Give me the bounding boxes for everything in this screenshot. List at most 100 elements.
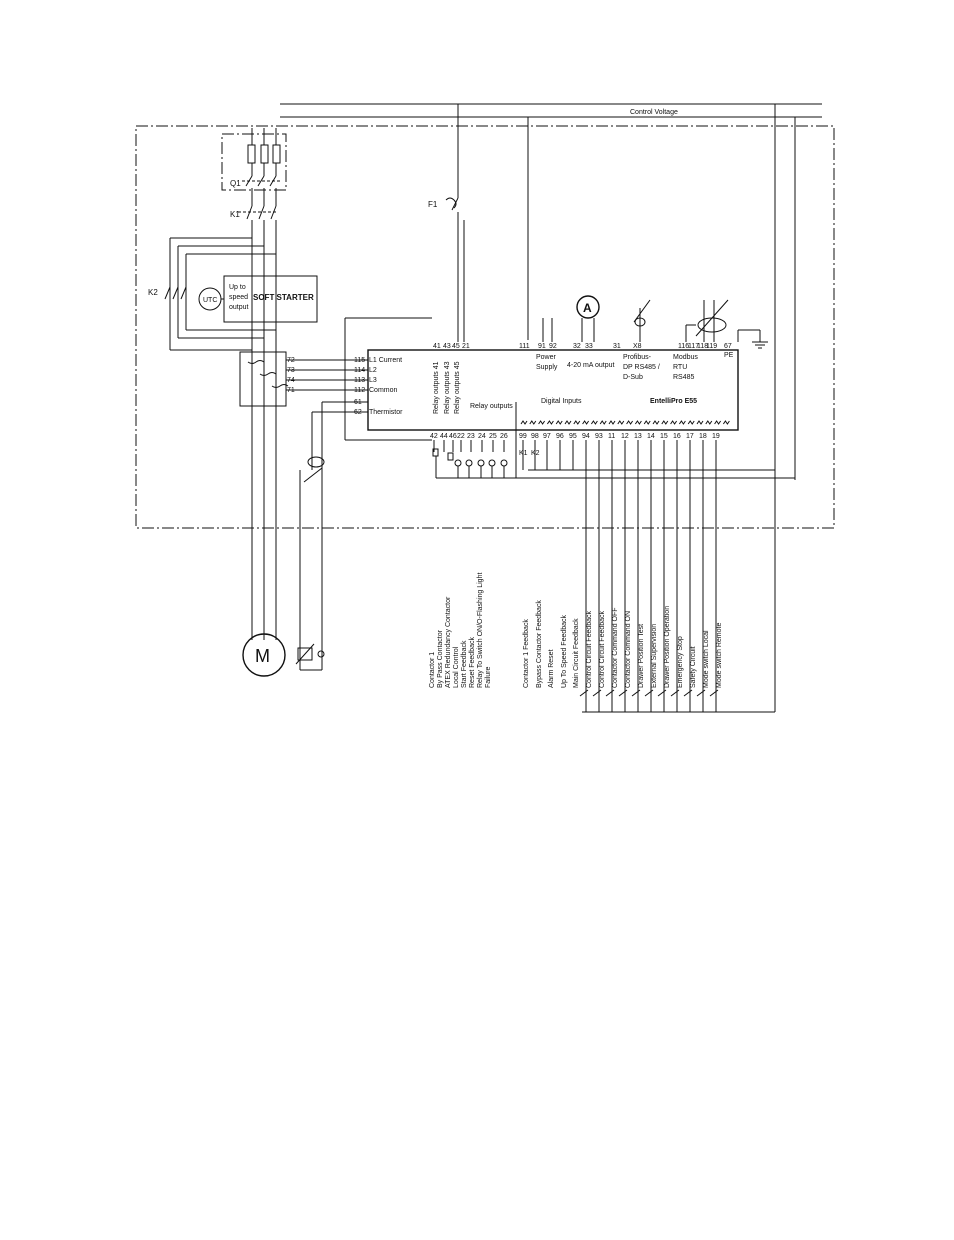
control-voltage-label: Control Voltage xyxy=(630,109,678,116)
q1-label: Q1 xyxy=(230,179,241,188)
bottom-terminal-24: 24 xyxy=(478,433,486,440)
k1-label: K1 xyxy=(230,210,240,219)
signal-label-a-4: Start Feedback xyxy=(461,640,468,688)
top-terminal-21: 21 xyxy=(462,343,470,350)
q1-fuse-switch xyxy=(221,128,287,191)
signal-label-a-1: By Pass Contactor xyxy=(437,629,444,688)
soft-starter-up-to: Up to xyxy=(229,284,246,291)
top-terminal-117: 117 xyxy=(688,343,699,350)
profibus-connector xyxy=(633,299,651,342)
bottom-terminal-23: 23 xyxy=(467,433,475,440)
relay-outputs-label: Relay outputs xyxy=(470,403,513,410)
signal-label-b-3: Up To Speed Feedback xyxy=(561,614,568,688)
input-pin-glyph xyxy=(670,420,678,425)
input-pin-glyph xyxy=(714,420,722,425)
terminal-num-113: 113 xyxy=(354,377,365,384)
bottom-terminal-22: 22 xyxy=(457,433,465,440)
f1-label: F1 xyxy=(428,200,438,209)
signal-label-c-10: Mode switch Remote xyxy=(716,623,723,688)
ct-terminal-71: 71 xyxy=(287,387,295,394)
bottom-terminal-98: 98 xyxy=(531,433,539,440)
bottom-terminal-97: 97 xyxy=(543,433,551,440)
signal-label-a-6: Relay To Switch ON/O-Flashing Light xyxy=(477,573,484,688)
bottom-terminal-26: 26 xyxy=(500,433,508,440)
input-pin-glyph xyxy=(529,420,537,425)
bottom-terminal-96: 96 xyxy=(556,433,564,440)
top-terminal-92: 92 xyxy=(549,343,557,350)
input-pin-glyph xyxy=(643,420,651,425)
field-switch xyxy=(631,689,641,697)
control-voltage-rails xyxy=(280,103,822,712)
signal-label-a-2: ATEX Redundancy Contactor xyxy=(445,596,452,688)
bottom-terminal-99: 99 xyxy=(519,433,527,440)
field-switch xyxy=(709,689,719,697)
signal-label-c-2: Contactor Command OFF xyxy=(612,607,619,688)
terminal-num-112: 112 xyxy=(354,387,365,394)
bottom-terminal-12: 12 xyxy=(621,433,629,440)
digital-inputs-label: Digital Inputs xyxy=(541,398,582,405)
terminal-num-115: 115 xyxy=(354,357,365,364)
device-name: EntelliPro E55 xyxy=(650,398,697,405)
profibus-line3: D-Sub xyxy=(623,374,643,381)
ammeter-label: A xyxy=(583,301,592,315)
input-pin-glyph xyxy=(590,420,598,425)
top-terminal-41: 41 xyxy=(433,343,441,350)
terminal-name-113: L3 xyxy=(369,377,377,384)
top-terminal-X8: X8 xyxy=(633,343,642,350)
bottom-terminal-19: 19 xyxy=(712,433,720,440)
field-switch xyxy=(657,689,667,697)
signal-label-c-5: External Supervision xyxy=(651,624,658,688)
input-pin-glyph xyxy=(573,420,581,425)
top-terminal-43: 43 xyxy=(443,343,451,350)
bottom-terminal-14: 14 xyxy=(647,433,655,440)
input-pin-glyph xyxy=(582,420,590,425)
top-terminal-119: 119 xyxy=(706,343,717,350)
current-transformer-block xyxy=(239,351,368,407)
signal-label-c-4: Drawer Position Test xyxy=(638,624,645,688)
signal-label-c-7: Emergency Stop xyxy=(677,636,684,688)
ammeter xyxy=(576,295,600,342)
supply-label: Supply xyxy=(536,364,558,371)
main-power-lines xyxy=(251,188,277,640)
bottom-terminal-13: 13 xyxy=(634,433,642,440)
motor-label: M xyxy=(255,646,270,666)
terminal-num-62: 62 xyxy=(354,409,362,416)
input-pin-glyph xyxy=(678,420,686,425)
relay-output-loads xyxy=(432,402,795,479)
utc-label: UTC xyxy=(203,297,217,304)
digital-input-pins xyxy=(520,420,730,425)
modbus-cable xyxy=(685,299,729,342)
terminal-name-62: Thermistor xyxy=(369,409,403,416)
motor xyxy=(242,633,286,677)
ct-terminal-74: 74 xyxy=(287,377,295,384)
field-switch xyxy=(644,689,654,697)
top-terminal-33: 33 xyxy=(585,343,593,350)
input-pin-glyph xyxy=(564,420,572,425)
input-pin-glyph xyxy=(687,420,695,425)
top-terminal-67: 67 xyxy=(724,343,732,350)
ct-terminal-72: 72 xyxy=(287,357,295,364)
signal-label-a-7: Failure xyxy=(485,666,492,688)
bottom-terminal-95: 95 xyxy=(569,433,577,440)
input-pin-glyph xyxy=(652,420,660,425)
top-terminal-111: 111 xyxy=(519,343,530,350)
top-terminal-116: 116 xyxy=(678,343,689,350)
input-pin-glyph xyxy=(661,420,669,425)
bottom-terminal-46: 46 xyxy=(449,433,457,440)
relay-vertical-2: Relay outputs 45 xyxy=(454,361,461,414)
soft-starter-speed: speed xyxy=(229,294,248,301)
relay-vertical-1: Relay outputs 43 xyxy=(444,361,451,414)
signal-label-c-8: Safety Circuit xyxy=(690,646,697,688)
profibus-line1: Profibus- xyxy=(623,354,652,361)
signal-label-a-3: Local Control xyxy=(453,646,460,688)
modbus-line1: Modbus xyxy=(673,354,698,361)
soft-starter xyxy=(198,275,318,323)
field-switch xyxy=(696,689,706,697)
signal-label-a-0: Contactor 1 xyxy=(429,652,436,688)
